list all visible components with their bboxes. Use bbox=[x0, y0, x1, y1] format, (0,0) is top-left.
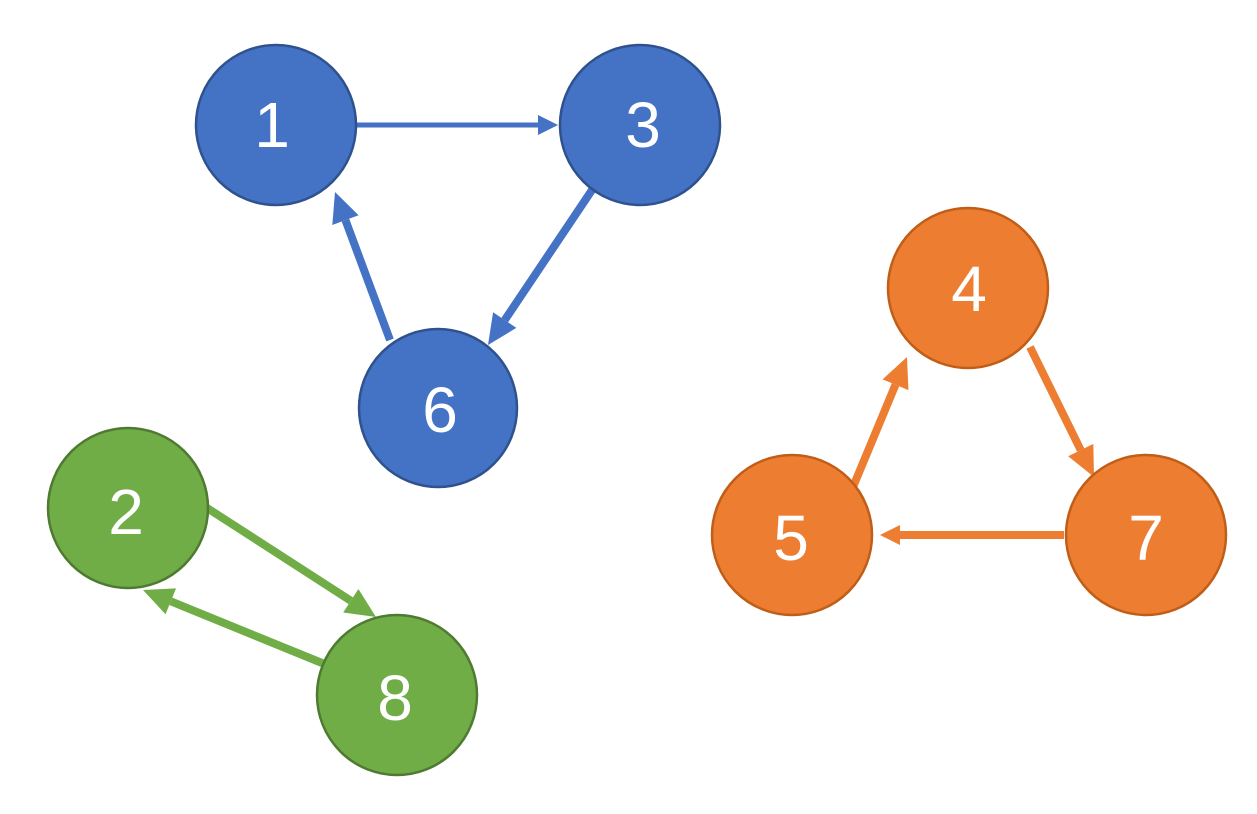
graph-node-5[interactable]: 5 bbox=[710, 453, 874, 617]
graph-edge-3-to-6 bbox=[488, 187, 596, 345]
node-circle-7[interactable] bbox=[1064, 453, 1228, 617]
node-circle-4[interactable] bbox=[886, 206, 1050, 370]
node-circle-1[interactable] bbox=[194, 43, 358, 207]
arrowhead-icon bbox=[538, 115, 558, 135]
node-label-1: 1 bbox=[254, 89, 290, 161]
node-label-8: 8 bbox=[377, 662, 413, 734]
graph-node-4[interactable]: 4 bbox=[886, 206, 1050, 370]
node-label-2: 2 bbox=[108, 476, 144, 548]
node-circle-8[interactable] bbox=[315, 613, 479, 777]
node-label-3: 3 bbox=[625, 89, 661, 161]
node-circle-3[interactable] bbox=[558, 43, 722, 207]
arrowhead-icon bbox=[1068, 443, 1094, 477]
graph-edge-6-to-1 bbox=[332, 192, 394, 342]
graph-edge-7-to-5 bbox=[880, 525, 1064, 545]
arrowhead-icon bbox=[343, 588, 376, 617]
arrowhead-icon bbox=[332, 192, 359, 225]
node-circle-6[interactable] bbox=[357, 327, 519, 489]
graph-node-2[interactable]: 2 bbox=[46, 426, 210, 590]
node-label-6: 6 bbox=[422, 374, 458, 446]
node-circle-5[interactable] bbox=[710, 453, 874, 617]
arrowhead-icon bbox=[882, 357, 909, 391]
graph-node-8[interactable]: 8 bbox=[315, 613, 479, 777]
graph-node-7[interactable]: 7 bbox=[1064, 453, 1228, 617]
graph-edge-1-to-3 bbox=[357, 115, 558, 135]
edge-layer bbox=[143, 115, 1094, 678]
graph-node-1[interactable]: 1 bbox=[194, 43, 358, 207]
graph-edge-2-to-8 bbox=[201, 502, 376, 617]
graph-edge-5-to-4 bbox=[849, 357, 909, 489]
arrowhead-icon bbox=[143, 588, 177, 615]
graph-node-6[interactable]: 6 bbox=[357, 327, 519, 489]
arrowhead-icon bbox=[880, 525, 900, 545]
graph-node-3[interactable]: 3 bbox=[558, 43, 722, 207]
node-layer: 1 3 6 2 8 4 5 7 bbox=[46, 43, 1228, 777]
arrowhead-icon bbox=[488, 312, 517, 345]
graph-edge-8-to-2 bbox=[143, 588, 351, 678]
node-label-4: 4 bbox=[951, 253, 987, 325]
node-circle-2[interactable] bbox=[46, 426, 210, 590]
node-label-5: 5 bbox=[773, 502, 809, 574]
graph-edge-4-to-7 bbox=[1026, 345, 1094, 477]
node-label-7: 7 bbox=[1128, 502, 1164, 574]
